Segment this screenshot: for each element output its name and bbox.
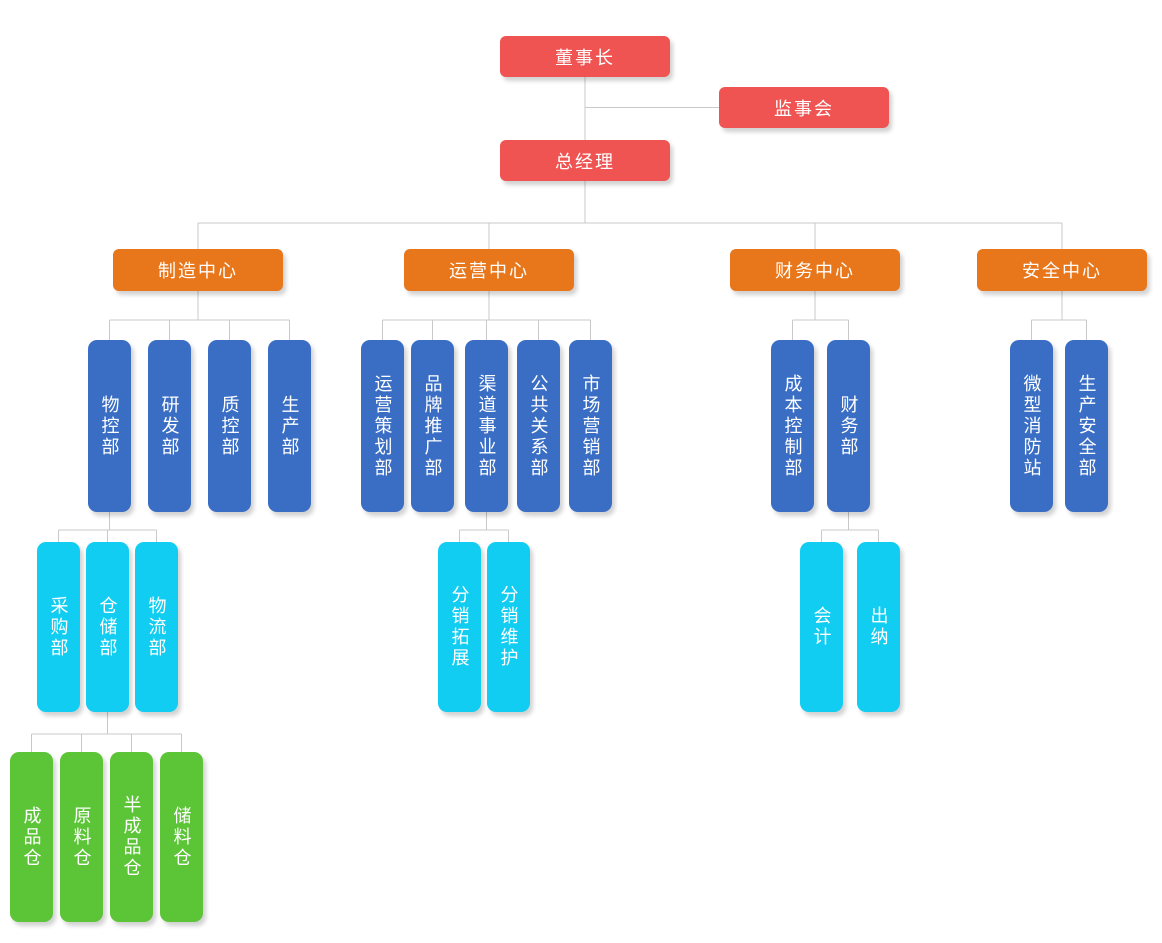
org-node-cashier: 出纳: [857, 542, 900, 712]
org-node-safety-center: 安全中心: [977, 249, 1147, 291]
org-node-semi-finished-warehouse: 半成品仓: [110, 752, 153, 922]
org-node-production-dept: 生产部: [268, 340, 311, 512]
org-node-label-warehousing-dept: 仓储部: [97, 595, 118, 659]
org-node-supervisory-board: 监事会: [719, 87, 889, 128]
org-node-label-storage-warehouse: 储料仓: [171, 805, 192, 869]
org-node-label-distribution-maintenance: 分销维护: [498, 585, 519, 669]
org-node-micro-fire-station: 微型消防站: [1010, 340, 1053, 512]
org-node-raw-material-warehouse: 原料仓: [60, 752, 103, 922]
org-node-ops-planning-dept: 运营策划部: [361, 340, 404, 512]
org-node-channel-business-dept: 渠道事业部: [465, 340, 508, 512]
connector-line: [584, 77, 719, 108]
org-node-rd-dept: 研发部: [148, 340, 191, 512]
org-node-label-chairman: 董事长: [555, 47, 615, 68]
org-node-distribution-maintenance: 分销维护: [487, 542, 530, 712]
org-node-public-relations-dept: 公共关系部: [517, 340, 560, 512]
org-node-manufacturing-center: 制造中心: [113, 249, 283, 291]
org-node-production-safety-dept: 生产安全部: [1065, 340, 1108, 512]
org-node-cost-control-dept: 成本控制部: [771, 340, 814, 512]
org-node-label-material-control-dept: 物控部: [99, 394, 120, 458]
org-node-label-rd-dept: 研发部: [159, 394, 180, 458]
org-node-finance-dept: 财务部: [827, 340, 870, 512]
org-node-label-safety-center: 安全中心: [1022, 261, 1102, 281]
org-node-label-purchasing-dept: 采购部: [48, 595, 69, 659]
org-node-label-public-relations-dept: 公共关系部: [528, 373, 549, 479]
org-node-purchasing-dept: 采购部: [37, 542, 80, 712]
org-node-label-finished-goods-warehouse: 成品仓: [21, 805, 42, 869]
org-node-label-brand-promotion-dept: 品牌推广部: [422, 373, 443, 479]
org-node-label-channel-business-dept: 渠道事业部: [476, 373, 497, 479]
org-node-distribution-expansion: 分销拓展: [438, 542, 481, 712]
org-node-label-logistics-dept: 物流部: [146, 595, 167, 659]
org-node-label-production-dept: 生产部: [279, 394, 300, 458]
org-node-label-cost-control-dept: 成本控制部: [782, 373, 803, 479]
org-node-label-supervisory-board: 监事会: [774, 98, 834, 119]
org-node-brand-promotion-dept: 品牌推广部: [411, 340, 454, 512]
org-node-general-manager: 总经理: [500, 140, 670, 181]
org-node-label-finance-center: 财务中心: [775, 261, 855, 281]
org-node-accounting: 会计: [800, 542, 843, 712]
org-node-label-manufacturing-center: 制造中心: [158, 261, 238, 281]
org-node-material-control-dept: 物控部: [88, 340, 131, 512]
org-node-chairman: 董事长: [500, 36, 670, 77]
org-node-marketing-dept: 市场营销部: [569, 340, 612, 512]
org-node-label-general-manager: 总经理: [555, 151, 615, 172]
org-node-logistics-dept: 物流部: [135, 542, 178, 712]
org-node-storage-warehouse: 储料仓: [160, 752, 203, 922]
org-node-quality-control-dept: 质控部: [208, 340, 251, 512]
org-node-label-operations-center: 运营中心: [449, 261, 529, 281]
org-node-label-accounting: 会计: [811, 606, 832, 648]
org-node-label-ops-planning-dept: 运营策划部: [372, 373, 393, 479]
org-node-finished-goods-warehouse: 成品仓: [10, 752, 53, 922]
org-node-label-micro-fire-station: 微型消防站: [1021, 373, 1042, 479]
org-node-label-quality-control-dept: 质控部: [219, 394, 240, 458]
org-node-label-semi-finished-warehouse: 半成品仓: [121, 795, 142, 879]
org-node-label-distribution-expansion: 分销拓展: [449, 585, 470, 669]
org-node-finance-center: 财务中心: [730, 249, 900, 291]
org-node-label-raw-material-warehouse: 原料仓: [71, 805, 92, 869]
org-node-operations-center: 运营中心: [404, 249, 574, 291]
org-node-label-cashier: 出纳: [868, 606, 889, 648]
org-node-label-finance-dept: 财务部: [838, 394, 859, 458]
org-node-label-production-safety-dept: 生产安全部: [1076, 373, 1097, 479]
org-node-label-marketing-dept: 市场营销部: [580, 373, 601, 479]
org-node-warehousing-dept: 仓储部: [86, 542, 129, 712]
